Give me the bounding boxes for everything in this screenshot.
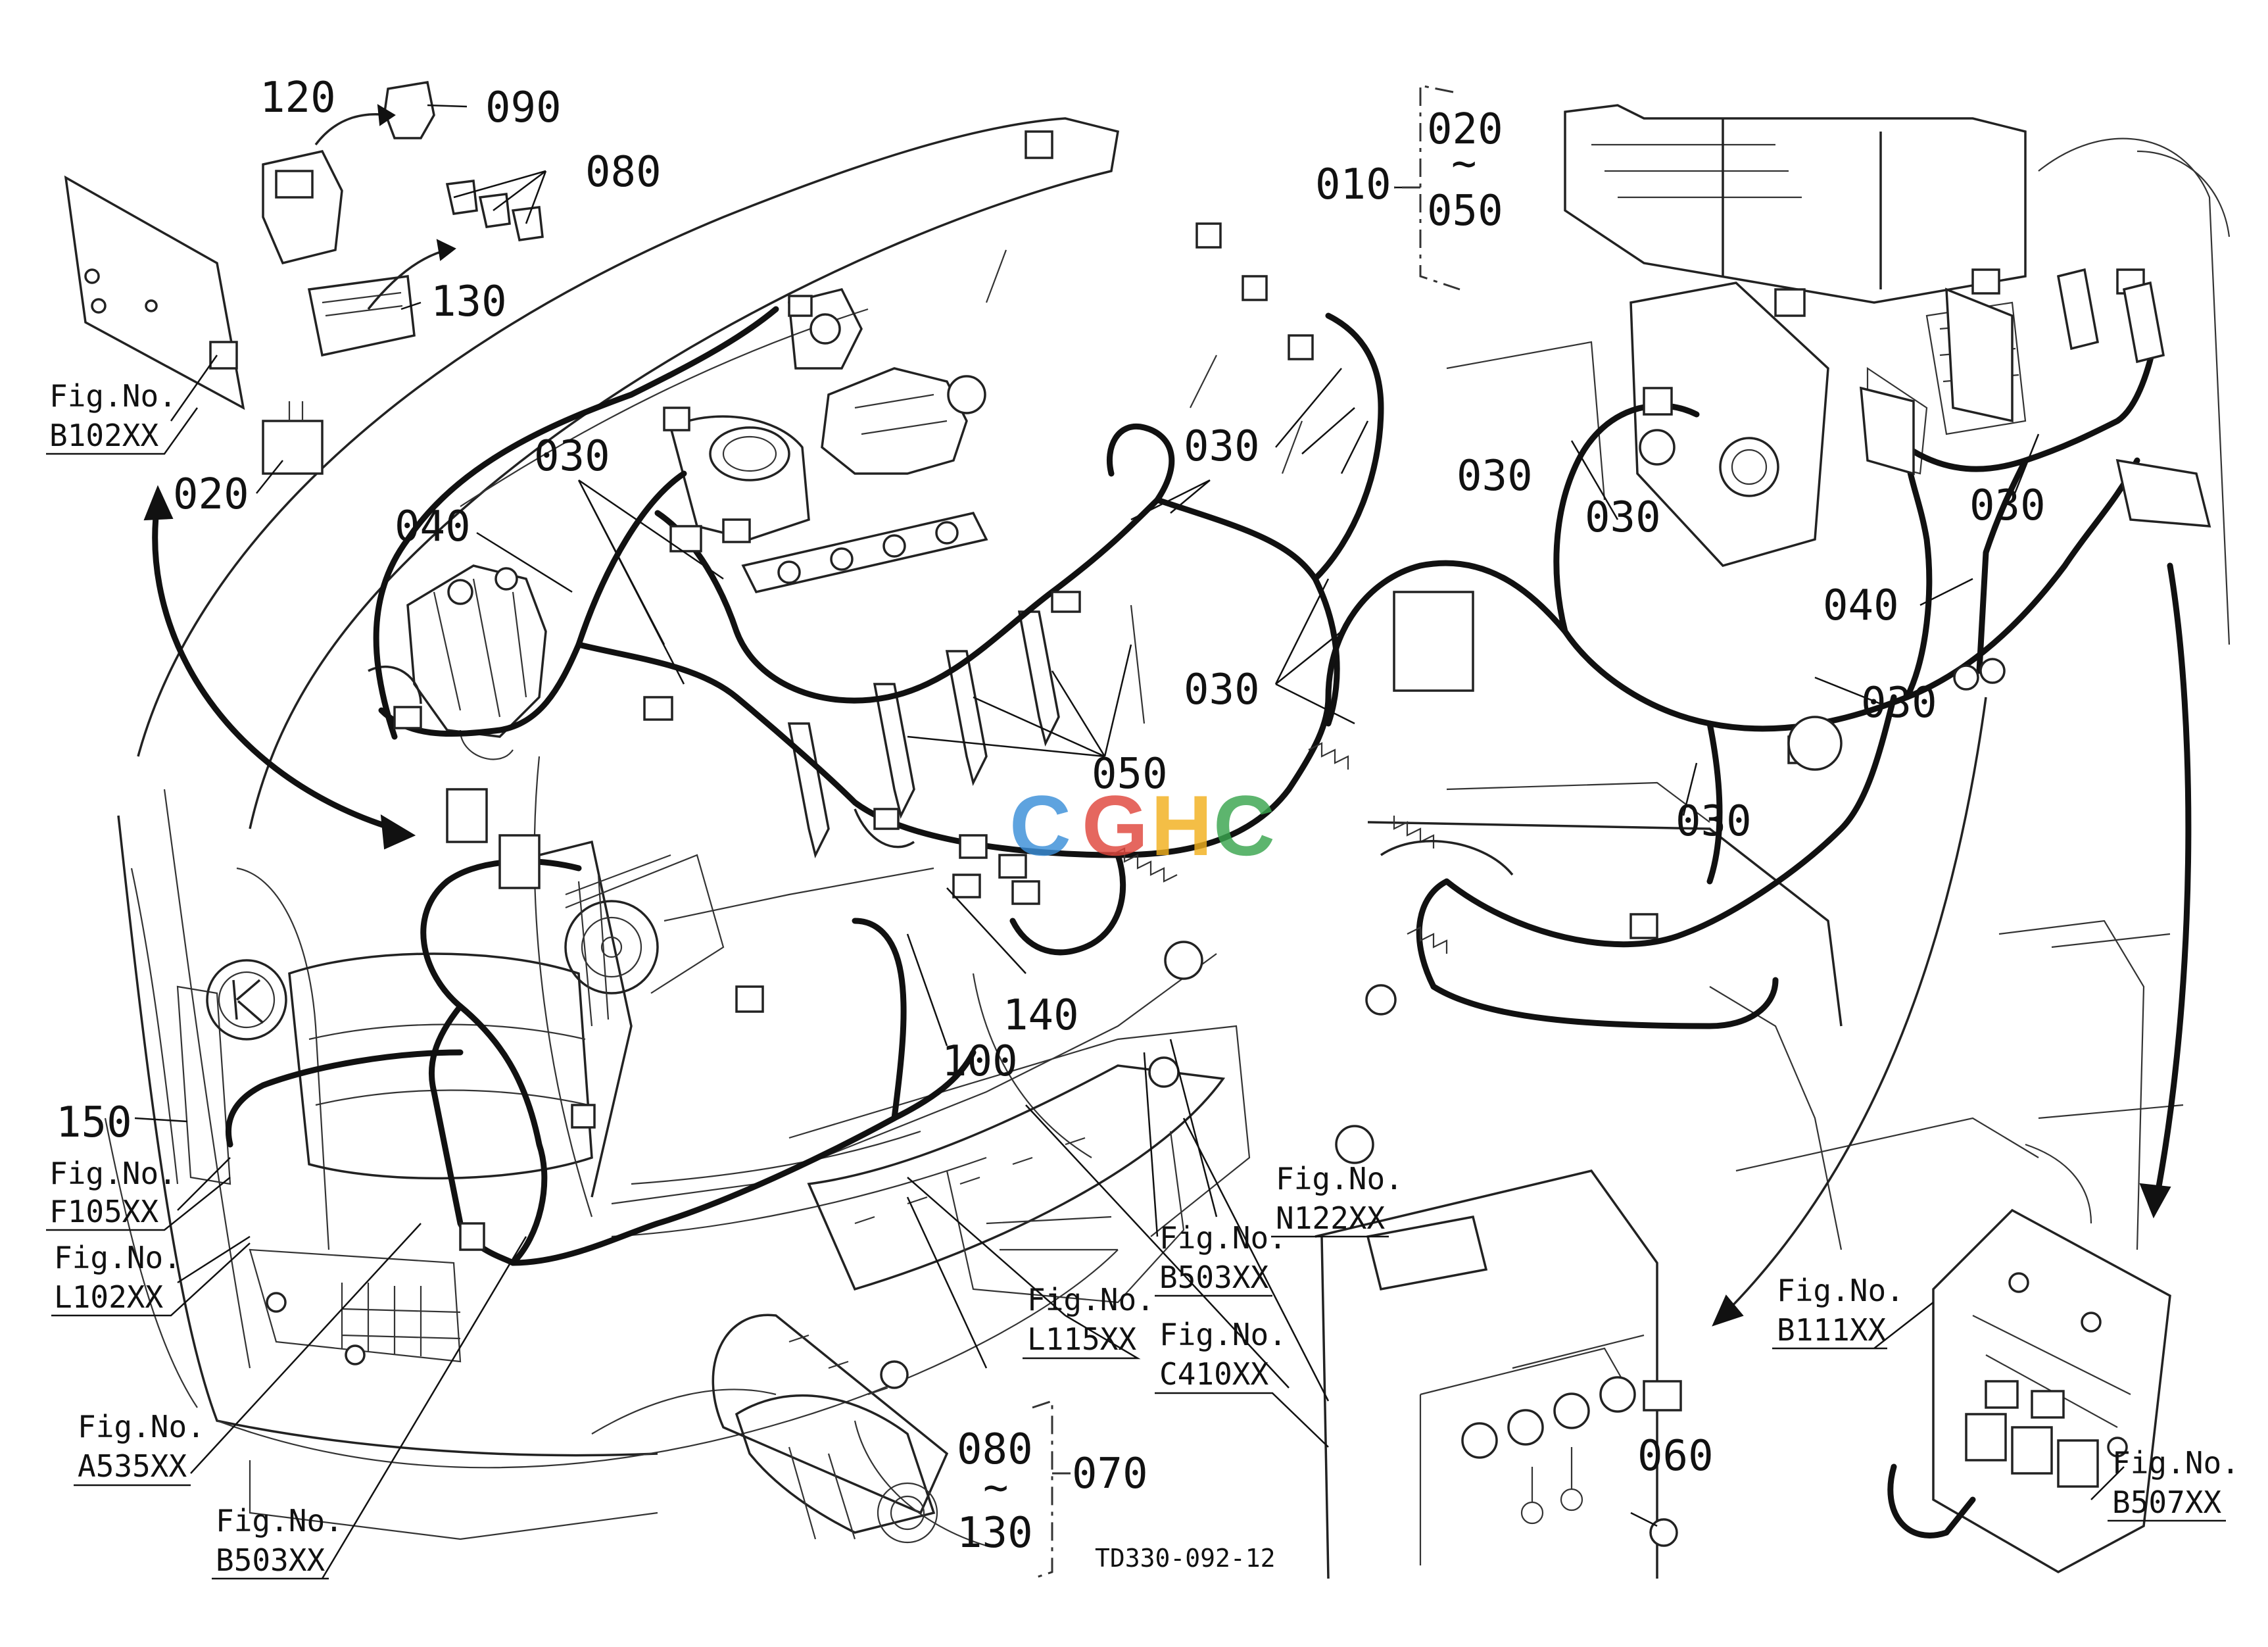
label-120: 120 <box>260 74 336 122</box>
svg-text:B102XX: B102XX <box>49 418 158 453</box>
fig-ref-f105xx: Fig.No. F105XX <box>46 1156 231 1231</box>
injection-pump <box>368 564 547 760</box>
intake-components <box>669 287 988 594</box>
label-150: 150 <box>56 1098 132 1147</box>
fig-ref-b503xx-lower-left: Fig.No. B503XX <box>212 1503 343 1580</box>
label-100: 100 <box>942 1037 1018 1086</box>
fig-ref-b111xx: Fig.No. B111XX <box>1772 1273 1904 1350</box>
fig-ref-b503xx-center: Fig.No. B503XX <box>1155 1220 1287 1297</box>
label-020-range-start: 020 <box>1427 105 1503 154</box>
fig-ref-l102xx: Fig.No. L102XX <box>51 1240 251 1317</box>
relay-bracket <box>1887 1208 2171 1574</box>
injectors <box>787 249 1303 859</box>
label-010: 010 <box>1315 160 1391 209</box>
relay-fuse-exploded <box>64 80 544 475</box>
svg-text:L115XX: L115XX <box>1027 1321 1136 1357</box>
label-130: 130 <box>431 278 507 326</box>
svg-text:Fig.No.: Fig.No. <box>216 1503 343 1538</box>
label-030-g: 030 <box>1861 679 1937 727</box>
watermark: C G H C <box>1009 777 1275 873</box>
ground-terminals <box>1461 1376 1682 1547</box>
watermark-letter-3: H <box>1151 777 1213 873</box>
svg-text:Fig.No.: Fig.No. <box>1276 1161 1403 1196</box>
svg-text:Fig.No.: Fig.No. <box>1777 1273 1904 1308</box>
line-art <box>64 80 2231 1580</box>
svg-text:Fig.No.: Fig.No. <box>54 1240 181 1275</box>
label-080-range-tilde: ~ <box>983 1463 1009 1512</box>
drawing-code: TD330-092-12 <box>1095 1544 1276 1573</box>
label-060: 060 <box>1637 1432 1714 1481</box>
label-030-b: 030 <box>1184 422 1260 471</box>
watermark-letter-2: G <box>1082 777 1148 873</box>
svg-text:Fig.No.: Fig.No. <box>1159 1317 1287 1352</box>
label-030-a: 030 <box>534 432 610 481</box>
watermark-letter-1: C <box>1009 777 1071 873</box>
svg-text:B111XX: B111XX <box>1777 1312 1886 1348</box>
label-030-c: 030 <box>1457 452 1533 501</box>
label-030-f: 030 <box>1184 666 1260 714</box>
label-140: 140 <box>1003 991 1079 1040</box>
fig-ref-n122xx: Fig.No. N122XX <box>1271 1161 1403 1238</box>
fig-ref-l115xx: Fig.No. L115XX <box>1023 1282 1155 1360</box>
label-090: 090 <box>485 84 562 132</box>
svg-text:F105XX: F105XX <box>49 1194 158 1229</box>
svg-text:Fig.No.: Fig.No. <box>49 378 177 414</box>
fig-ref-c410xx: Fig.No. C410XX <box>1155 1317 1329 1448</box>
svg-text:A535XX: A535XX <box>78 1448 187 1484</box>
connectors <box>266 130 2211 1389</box>
watermark-letter-4: C <box>1213 777 1275 873</box>
label-030-e: 030 <box>1969 481 2046 530</box>
svg-text:B503XX: B503XX <box>216 1542 325 1578</box>
label-050: 050 <box>1092 750 1168 799</box>
label-080-range-start: 080 <box>957 1425 1033 1474</box>
engine-block <box>539 840 1251 1547</box>
leader-lines <box>134 104 2125 1579</box>
lower-panel <box>1315 1169 1658 1579</box>
svg-text:Fig.No.: Fig.No. <box>1027 1282 1155 1317</box>
label-030-h: 030 <box>1676 797 1752 846</box>
fig-ref-a535xx: Fig.No. A535XX <box>74 1409 205 1487</box>
label-040-left: 040 <box>395 503 471 551</box>
svg-text:Fig.No.: Fig.No. <box>1159 1220 1287 1256</box>
svg-text:Fig.No.: Fig.No. <box>78 1409 205 1444</box>
label-070: 070 <box>1072 1450 1148 1498</box>
svg-text:Fig.No.: Fig.No. <box>2112 1445 2240 1481</box>
svg-text:Fig.No.: Fig.No. <box>49 1156 177 1191</box>
label-080-top: 080 <box>585 148 662 197</box>
label-040-right: 040 <box>1823 581 1899 630</box>
svg-text:B503XX: B503XX <box>1159 1260 1268 1295</box>
pointer-arrows <box>143 485 2192 1327</box>
label-020-range-end: 050 <box>1427 187 1503 235</box>
label-020-range-tilde: ~ <box>1451 139 1477 188</box>
range-brackets <box>1032 84 1460 1580</box>
part-labels: 120 090 080 130 020 040 030 030 030 030 … <box>56 74 2046 1558</box>
figure-references: Fig.No. B102XX Fig.No. F105XX Fig.No. L1… <box>46 378 2240 1580</box>
right-side-structures <box>1367 104 2231 1250</box>
fig-ref-b102xx: Fig.No. B102XX <box>46 378 199 455</box>
hood-outline <box>104 117 1119 1540</box>
svg-text:L102XX: L102XX <box>54 1279 163 1315</box>
label-030-d: 030 <box>1585 493 1661 542</box>
svg-text:B507XX: B507XX <box>2112 1485 2221 1520</box>
fig-ref-b507xx: Fig.No. B507XX <box>2108 1445 2240 1522</box>
label-080-range-end: 130 <box>957 1509 1033 1558</box>
svg-text:N122XX: N122XX <box>1276 1200 1385 1236</box>
label-020: 020 <box>173 470 249 519</box>
svg-text:C410XX: C410XX <box>1159 1356 1268 1392</box>
